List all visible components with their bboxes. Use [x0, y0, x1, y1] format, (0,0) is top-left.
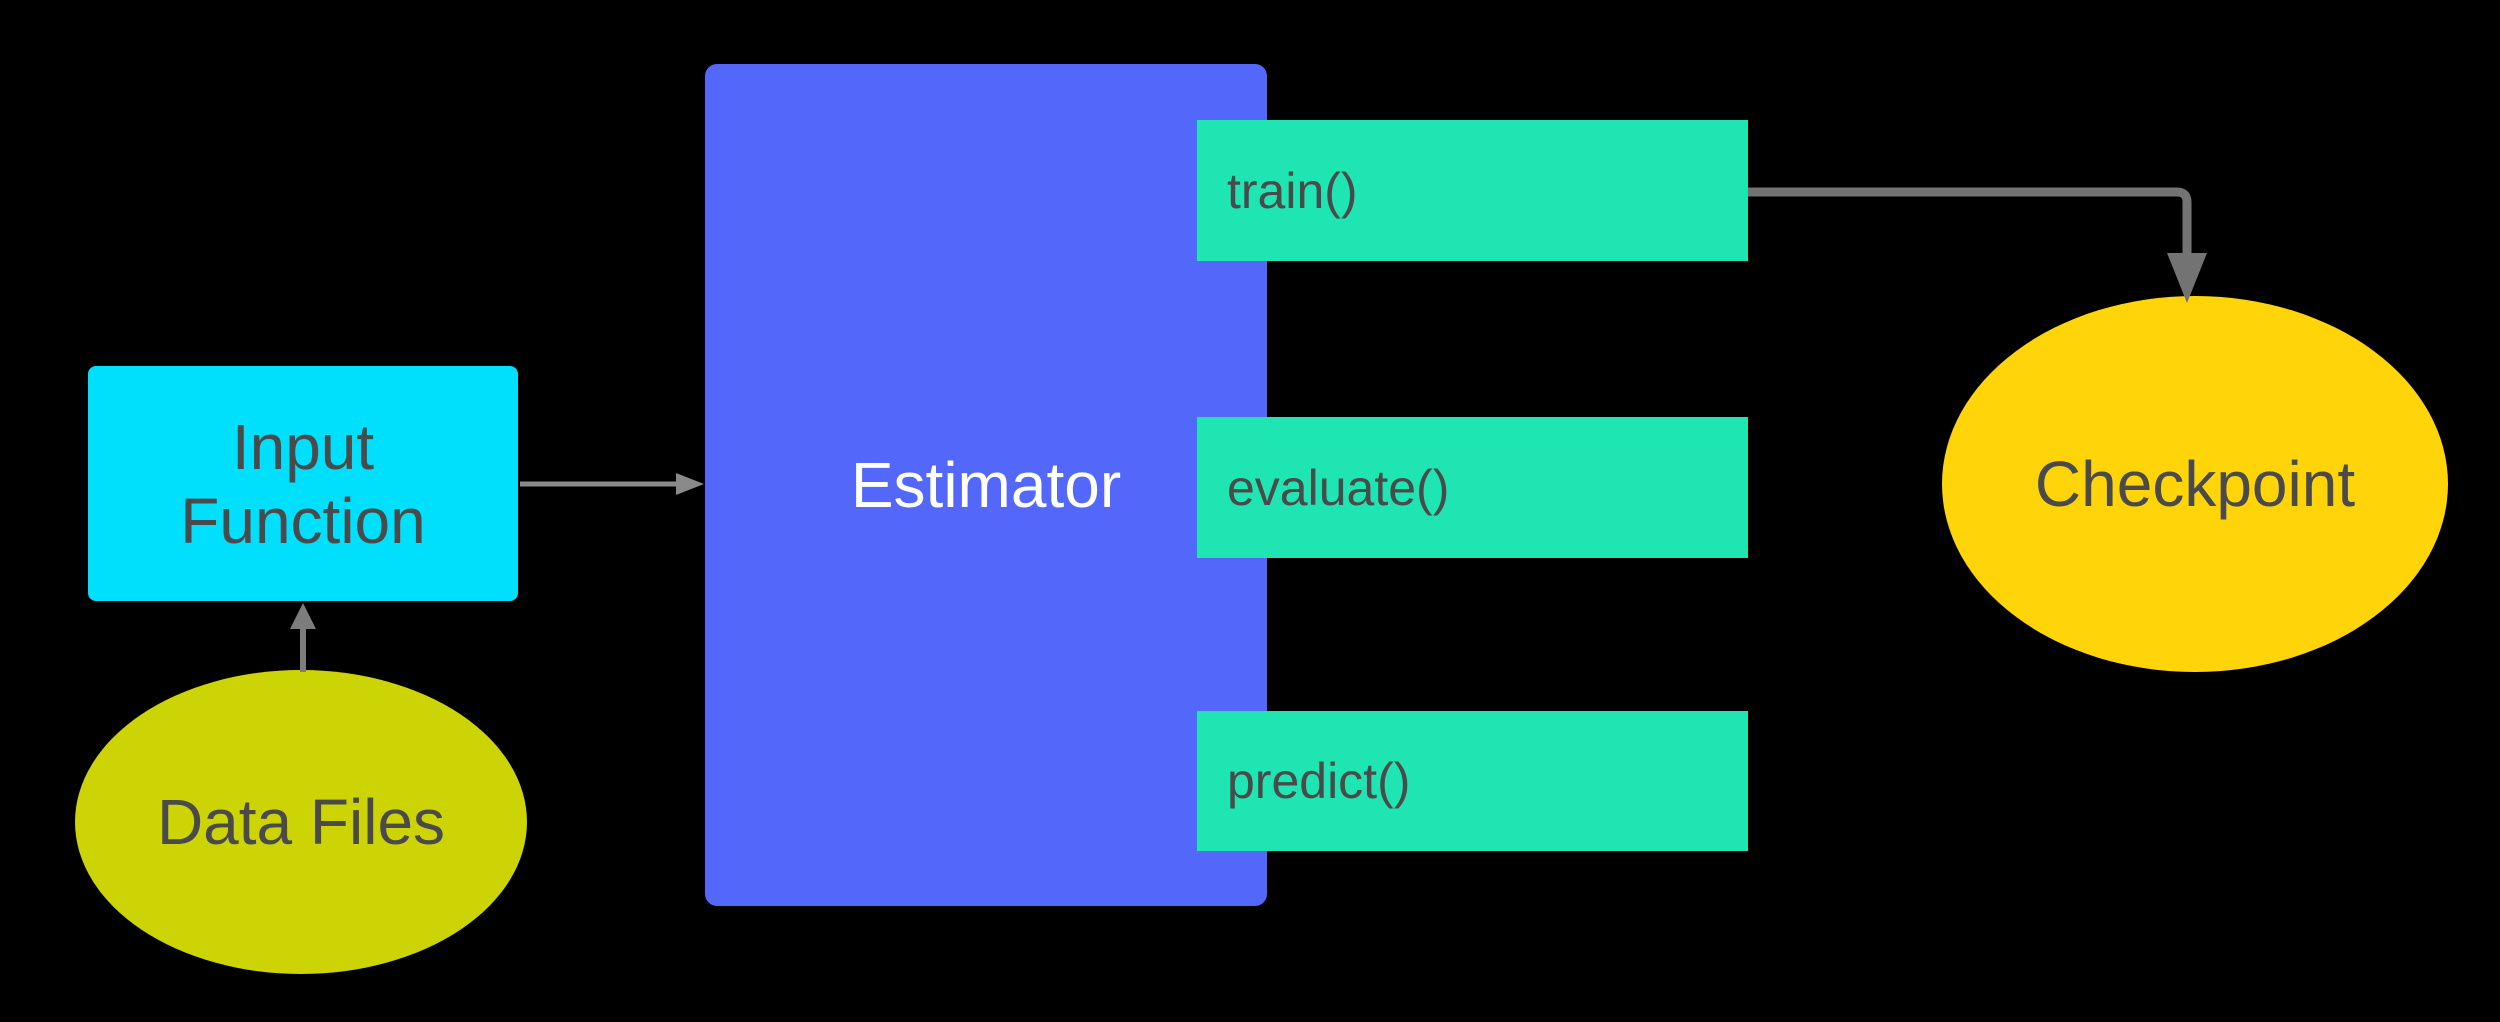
node-evaluate-method: evaluate()	[1197, 417, 1748, 558]
predict-method-label: predict()	[1227, 753, 1411, 809]
node-predict-method: predict()	[1197, 711, 1748, 851]
node-train-method: train()	[1197, 120, 1748, 261]
node-estimator: Estimator	[705, 64, 1267, 906]
input-function-label-line2: Function	[180, 484, 426, 557]
estimator-label: Estimator	[850, 449, 1122, 521]
node-data-files: Data Files	[75, 670, 527, 974]
input-function-label-line1: Input	[231, 410, 375, 483]
arrow-train-to-checkpoint	[1748, 187, 2207, 303]
checkpoint-label: Checkpoint	[2034, 448, 2356, 520]
data-files-label: Data Files	[156, 786, 446, 858]
node-checkpoint: Checkpoint	[1942, 296, 2448, 672]
node-input-function: Input Function	[88, 366, 518, 601]
train-method-label: train()	[1227, 162, 1358, 219]
arrow-input-function-to-estimator	[520, 473, 704, 495]
evaluate-method-label: evaluate()	[1227, 459, 1450, 516]
arrow-data-files-to-input-function	[290, 603, 316, 672]
